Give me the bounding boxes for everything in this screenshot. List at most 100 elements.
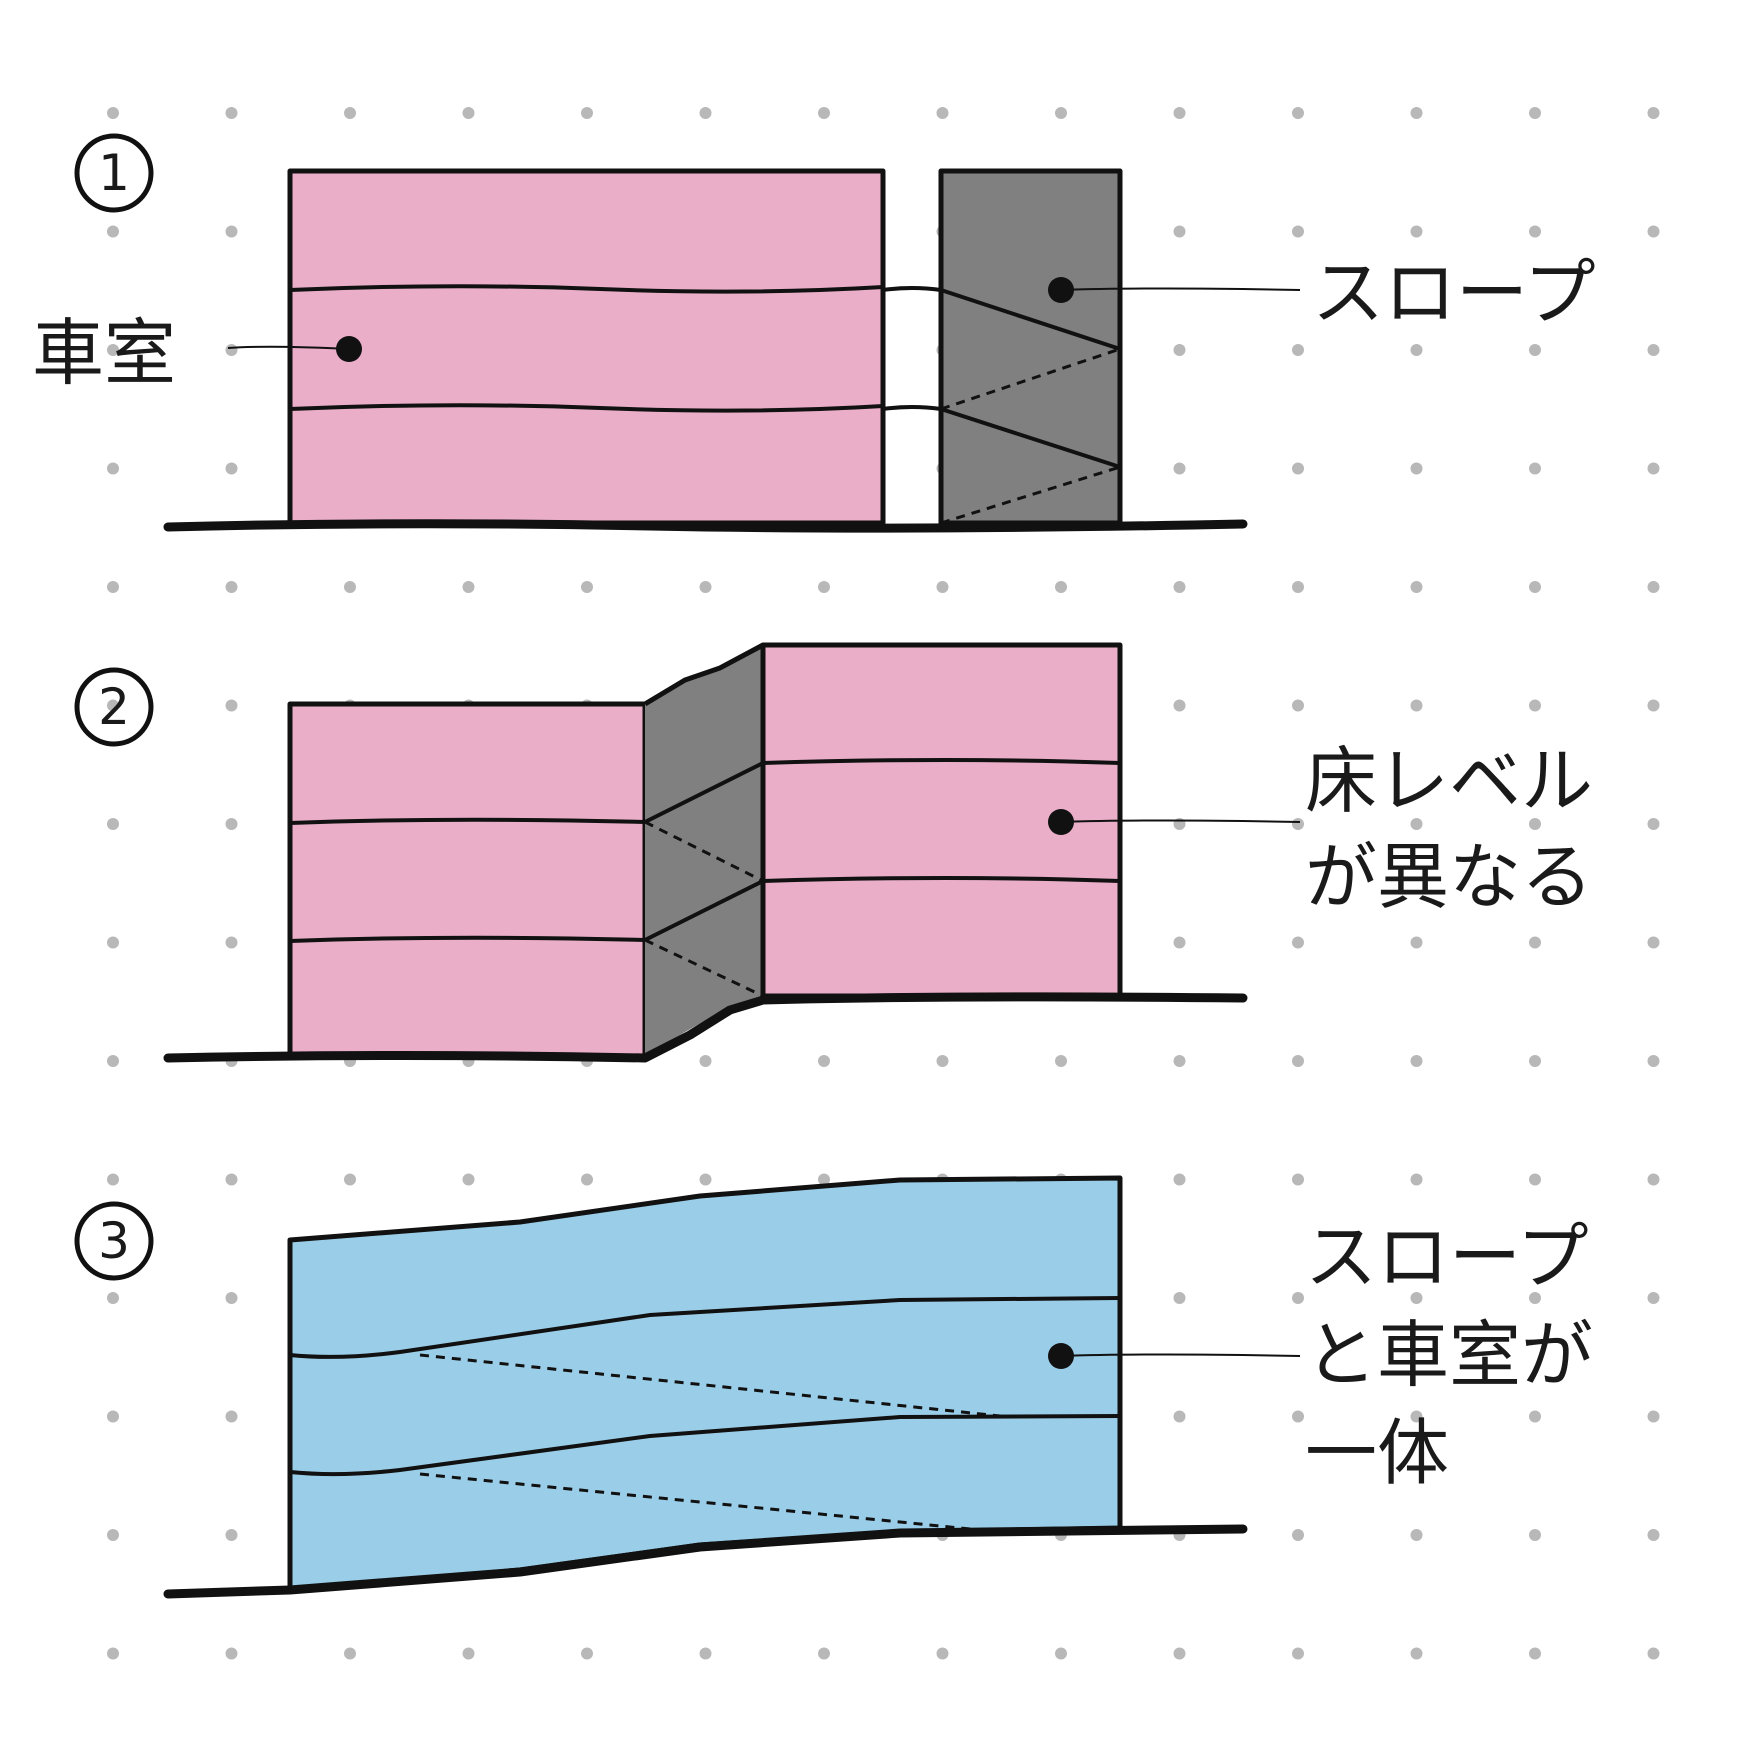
grid-dot xyxy=(1173,1173,1186,1186)
grid-dot xyxy=(462,1173,475,1186)
grid-dot xyxy=(225,462,238,475)
grid-dot xyxy=(1647,225,1660,238)
grid-dot xyxy=(344,1647,356,1660)
grid-dot xyxy=(225,1410,238,1423)
grid-dot xyxy=(1292,462,1304,475)
floor-connector xyxy=(882,286,942,292)
grid-dot xyxy=(1410,936,1423,949)
grid-dot xyxy=(225,344,238,356)
grid-dot xyxy=(699,1055,712,1067)
grid-dot xyxy=(1529,462,1541,475)
grid-dot xyxy=(225,1173,238,1186)
grid-dot xyxy=(936,1055,949,1067)
grid-dot xyxy=(1292,699,1304,712)
grid-dot xyxy=(107,818,119,830)
grid-dot xyxy=(344,1173,356,1186)
grid-dot xyxy=(344,581,356,593)
grid-dot xyxy=(1173,1292,1186,1304)
grid-dot xyxy=(936,1647,949,1660)
ramp-line-hidden xyxy=(644,938,764,998)
grid-dot xyxy=(1410,225,1423,238)
leader-line-slope xyxy=(1060,287,1301,291)
floor-line xyxy=(762,758,1121,765)
grid-dot xyxy=(1173,699,1186,712)
grid-dot xyxy=(1529,818,1541,830)
grid-dot xyxy=(1647,581,1660,593)
grid-dot xyxy=(225,818,238,830)
grid-dot xyxy=(1410,1529,1423,1541)
floor-line xyxy=(289,403,884,413)
pointer-dot-car-room xyxy=(336,336,362,362)
grid-dot xyxy=(1410,462,1423,475)
panel-2: 2 床レベル が異なる xyxy=(74,642,1616,1063)
grid-dot xyxy=(936,581,949,593)
number-circle xyxy=(74,1201,154,1281)
grid-dot xyxy=(1529,1292,1541,1304)
grid-dot xyxy=(225,1529,238,1541)
grid-dot xyxy=(1529,344,1541,356)
label-line: 床レベル xyxy=(1305,739,1593,823)
grid-dot xyxy=(1173,107,1186,119)
grid-dot xyxy=(1647,462,1660,475)
leader-line-floor-level xyxy=(1060,819,1301,823)
floor-connector xyxy=(882,405,942,411)
grid-dot xyxy=(1529,581,1541,593)
grid-dot xyxy=(1529,699,1541,712)
grid-dot xyxy=(107,581,119,593)
panel-1-number: 1 xyxy=(98,144,130,202)
ground-line xyxy=(163,1524,1248,1599)
leader-line-integrated xyxy=(1060,1353,1301,1357)
number-circle xyxy=(74,133,154,213)
grid-dot xyxy=(1292,581,1304,593)
grid-dot xyxy=(1292,936,1304,949)
label-line: と車室が xyxy=(1305,1313,1593,1397)
grid-dot xyxy=(1410,699,1423,712)
grid-dot xyxy=(1055,107,1067,119)
grid-dot xyxy=(1410,1055,1423,1067)
grid-dot xyxy=(1173,1055,1186,1067)
pointer-dot-slope xyxy=(1048,277,1074,303)
grid-dot xyxy=(1647,1529,1660,1541)
grid-dot xyxy=(1647,1173,1660,1186)
grid-dot xyxy=(1173,936,1186,949)
grid-dot xyxy=(107,936,119,949)
label-integrated: スロープ と車室が 一体 xyxy=(1305,1215,1616,1495)
grid-dot xyxy=(1410,818,1423,830)
grid-dot xyxy=(1173,344,1186,356)
grid-dot xyxy=(581,1173,593,1186)
pointer-dot-integrated xyxy=(1048,1343,1074,1369)
grid-dot xyxy=(818,107,830,119)
grid-dot xyxy=(1647,1055,1660,1067)
grid-dot xyxy=(699,107,712,119)
label-floor-level: 床レベル が異なる xyxy=(1305,739,1616,919)
grid-dot xyxy=(1292,344,1304,356)
grid-dot xyxy=(107,1647,119,1660)
grid-dot xyxy=(1173,581,1186,593)
grid-dot xyxy=(1647,1410,1660,1423)
grid-dot xyxy=(818,1647,830,1660)
panel-2-number-badge: 2 xyxy=(74,667,154,747)
grid-dot xyxy=(107,225,119,238)
panel-3-number: 3 xyxy=(98,1212,130,1270)
ramp-line xyxy=(940,407,1121,469)
grid-dot xyxy=(1410,107,1423,119)
grid-dot xyxy=(1292,1647,1304,1660)
panel-1-number-badge: 1 xyxy=(74,133,154,213)
grid-dot xyxy=(1647,107,1660,119)
label-line: 一体 xyxy=(1305,1411,1449,1495)
grid-dot xyxy=(225,1292,238,1304)
ramp-line xyxy=(940,288,1121,351)
grid-dot xyxy=(1647,699,1660,712)
grid-dot xyxy=(1410,344,1423,356)
grid-dot xyxy=(1055,1647,1067,1660)
grid-dot xyxy=(1647,1647,1660,1660)
grid-dot xyxy=(1292,1292,1304,1304)
grid-dot xyxy=(107,1529,119,1541)
label-line: スロープ xyxy=(1312,251,1596,335)
floor-line xyxy=(289,284,884,294)
grid-dot xyxy=(1647,936,1660,949)
grid-dot xyxy=(1529,1410,1541,1423)
grid-dot xyxy=(1410,1410,1423,1423)
grid-dot xyxy=(1410,1173,1423,1186)
